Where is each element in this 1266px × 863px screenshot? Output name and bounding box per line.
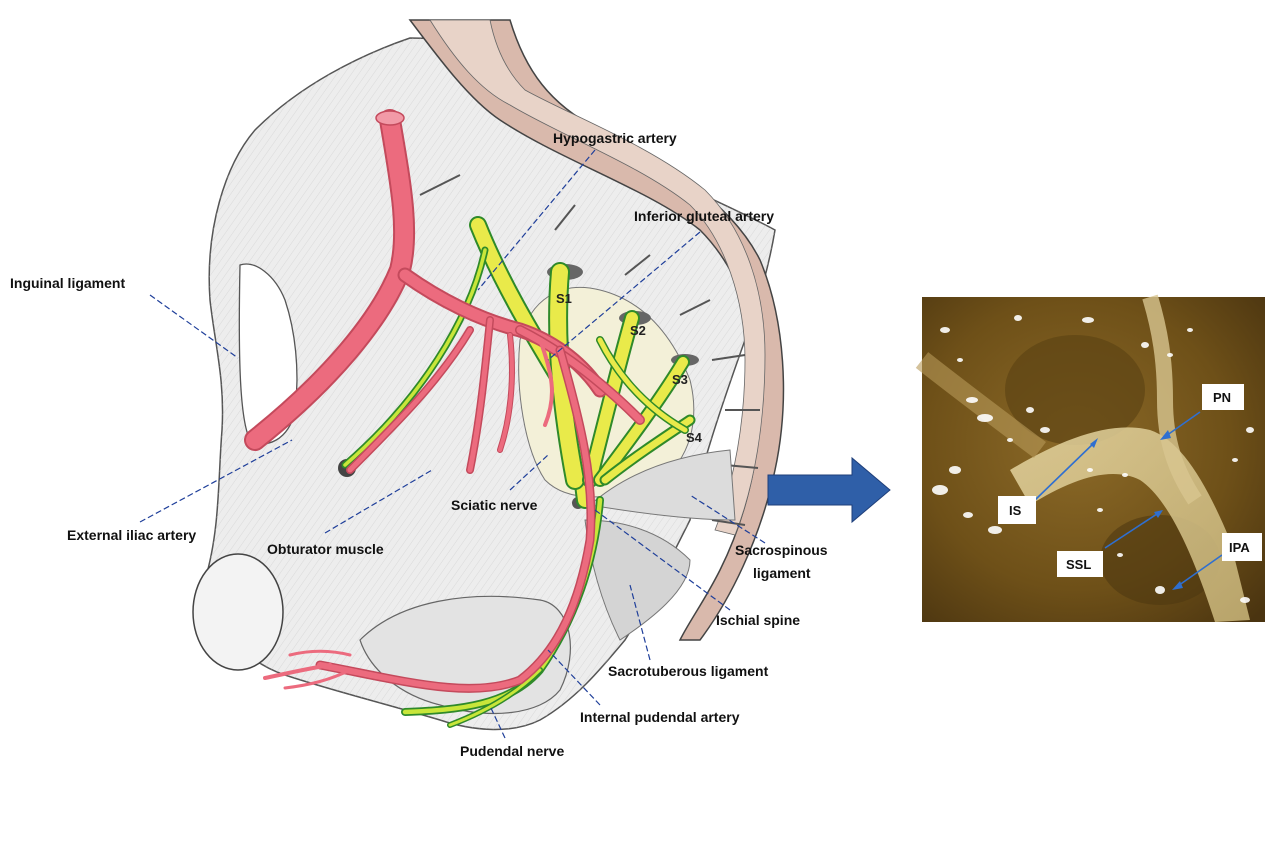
label-sciatic-nerve: Sciatic nerve xyxy=(451,497,538,513)
label-s2: S2 xyxy=(630,323,646,338)
photo-label-ipa: IPA xyxy=(1222,533,1262,561)
label-inferior-gluteal-artery: Inferior gluteal artery xyxy=(634,208,774,224)
right-arrow-icon xyxy=(768,458,890,522)
intraoperative-photo: PN IS SSL IPA xyxy=(922,297,1265,622)
label-hypogastric-artery: Hypogastric artery xyxy=(553,130,677,146)
photo-text-pn: PN xyxy=(1213,390,1231,405)
label-sacrospinous-line1: Sacrospinous xyxy=(735,542,828,558)
photo-label-ssl: SSL xyxy=(1057,551,1103,577)
photo-text-is: IS xyxy=(1009,503,1022,518)
photo-label-is: IS xyxy=(998,496,1036,524)
photo-text-ssl: SSL xyxy=(1066,557,1091,572)
label-s1: S1 xyxy=(556,291,572,306)
label-pudendal-nerve: Pudendal nerve xyxy=(460,743,564,759)
pubic-symphysis xyxy=(193,554,283,670)
label-sacrotuberous-ligament: Sacrotuberous ligament xyxy=(608,663,769,679)
photo-text-ipa: IPA xyxy=(1229,540,1250,555)
label-inguinal-ligament: Inguinal ligament xyxy=(10,275,125,291)
label-sacrospinous-line2: ligament xyxy=(753,565,811,581)
photo-label-pn: PN xyxy=(1202,384,1244,410)
label-s4: S4 xyxy=(686,430,703,445)
label-obturator-muscle: Obturator muscle xyxy=(267,541,384,557)
label-external-iliac-artery: External iliac artery xyxy=(67,527,196,543)
label-internal-pudendal-artery: Internal pudendal artery xyxy=(580,709,740,725)
label-ischial-spine: Ischial spine xyxy=(716,612,800,628)
label-s3: S3 xyxy=(672,372,688,387)
